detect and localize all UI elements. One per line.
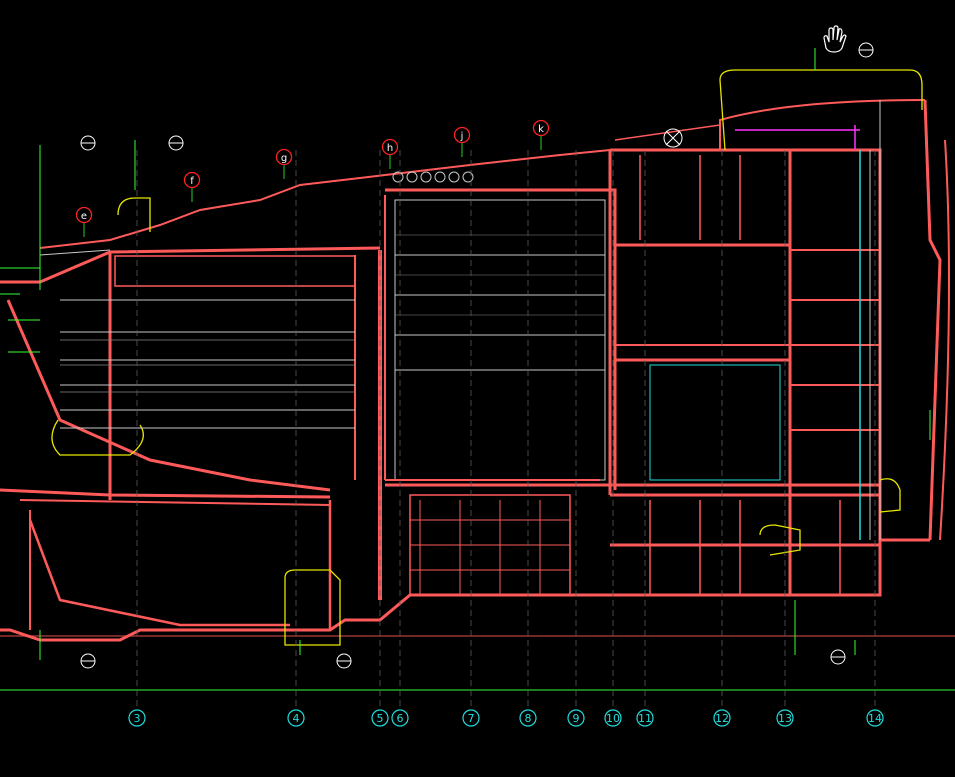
- grid-axis-bubble[interactable]: 11: [636, 709, 654, 727]
- detail-marker-label: j: [460, 131, 464, 142]
- detail-marker[interactable]: k: [532, 119, 550, 151]
- grid-axis-bubble[interactable]: 5: [371, 709, 389, 727]
- detail-marker[interactable]: g: [275, 148, 293, 180]
- detail-marker-label: k: [538, 124, 544, 135]
- grid-axis-bubble[interactable]: 7: [462, 709, 480, 727]
- grid-axis-label: 9: [573, 712, 580, 725]
- detail-marker[interactable]: h: [381, 138, 399, 170]
- detail-marker-label: f: [190, 176, 194, 187]
- grid-axis-label: 7: [468, 712, 475, 725]
- detail-marker-label: e: [81, 211, 87, 222]
- grid-axis-bubble[interactable]: 6: [391, 709, 409, 727]
- grid-axis-label: 10: [606, 712, 620, 725]
- callout-circle-marker: [80, 42, 874, 669]
- detail-marker[interactable]: j: [453, 126, 471, 158]
- grid-axis-label: 14: [868, 712, 882, 725]
- grid-axis-bubble[interactable]: 13: [776, 709, 794, 727]
- grid-lines: [136, 150, 876, 708]
- detail-markers: e f g h j k: [75, 119, 550, 238]
- grid-axis-label: 8: [525, 712, 532, 725]
- grid-axis-bubble[interactable]: 14: [866, 709, 884, 727]
- grid-axis-label: 6: [397, 712, 404, 725]
- grid-axis-label: 5: [377, 712, 384, 725]
- grid-axis-bubble[interactable]: 3: [128, 709, 146, 727]
- detail-marker[interactable]: e: [75, 206, 93, 238]
- grid-axis-bubble[interactable]: 12: [713, 709, 731, 727]
- grid-axis-label: 12: [715, 712, 729, 725]
- grid-axis-label: 13: [778, 712, 792, 725]
- grid-axis-bubble[interactable]: 4: [287, 709, 305, 727]
- grid-axis-bubble[interactable]: 8: [519, 709, 537, 727]
- detail-marker-label: h: [387, 143, 393, 154]
- grid-axis-label: 11: [638, 712, 652, 725]
- detail-marker[interactable]: f: [183, 171, 201, 203]
- detail-marker-label: g: [281, 153, 287, 164]
- grid-axis-bubble[interactable]: 10: [604, 709, 622, 727]
- grid-axis-label: 3: [134, 712, 141, 725]
- hand-cursor-icon: [823, 25, 847, 53]
- grid-axis-bubble[interactable]: 9: [567, 709, 585, 727]
- grid-axis-label: 4: [293, 712, 300, 725]
